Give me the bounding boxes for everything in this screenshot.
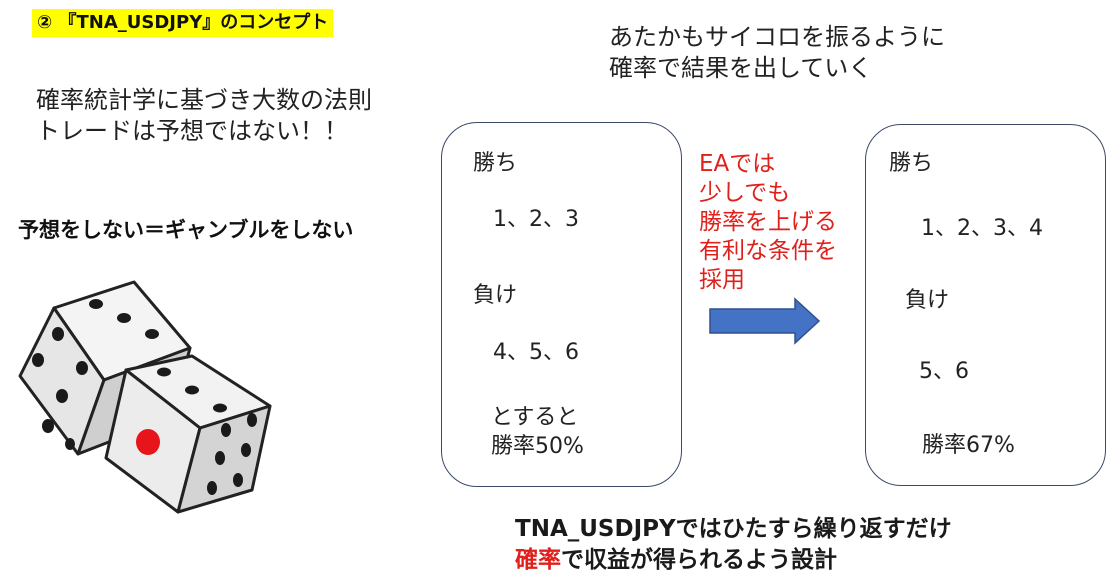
ea-note: EAでは 少しでも 勝率を上げる 有利な条件を 採用	[699, 150, 837, 295]
bottom-line-2-rest: で収益が得られるよう設計	[561, 547, 837, 573]
intro-line-1: 確率統計学に基づき大数の法則	[36, 86, 372, 114]
intro-line-2: トレードは予想ではない！！	[36, 117, 348, 145]
left-result-line-1: とすると	[491, 405, 579, 430]
right-lose-values: 5、6	[919, 359, 969, 384]
right-win-label: 勝ち	[889, 151, 934, 176]
dice-analogy: あたかもサイコロを振るように 確率で結果を出していく	[609, 22, 945, 84]
left-lose-label: 負け	[473, 283, 518, 308]
ea-note-line-4: 有利な条件を	[699, 238, 837, 264]
left-win-label: 勝ち	[473, 151, 518, 176]
bottom-statement: TNA_USDJPYではひたすら繰り返すだけ 確率で収益が得られるよう設計	[515, 514, 952, 576]
page-title: ② 『TNA_USDJPY』のコンセプト	[32, 9, 334, 37]
left-win-values: 1、2、3	[493, 207, 579, 232]
dice-icon	[18, 280, 272, 514]
left-result-line-2: 勝率50%	[491, 434, 584, 459]
no-gamble-heading: 予想をしない＝ギャンブルをしない	[18, 218, 354, 242]
bottom-line-2: 確率で収益が得られるよう設計	[515, 545, 952, 576]
left-lose-values: 4、5、6	[493, 340, 579, 365]
right-lose-label: 負け	[905, 288, 950, 313]
ea-note-line-1: EAでは	[699, 151, 776, 177]
right-probability-box: 勝ち 1、2、3、4 負け 5、6 勝率67%	[865, 124, 1106, 486]
bottom-line-1: TNA_USDJPYではひたすら繰り返すだけ	[515, 516, 952, 542]
bottom-highlight: 確率	[515, 547, 561, 573]
right-result: 勝率67%	[922, 433, 1015, 458]
left-probability-box: 勝ち 1、2、3 負け 4、5、6 とすると 勝率50%	[441, 122, 682, 487]
right-win-values: 1、2、3、4	[921, 216, 1043, 241]
right-arrow-icon	[709, 297, 821, 345]
ea-note-line-5: 採用	[699, 267, 745, 293]
intro-text: 確率統計学に基づき大数の法則 トレードは予想ではない！！	[36, 85, 372, 147]
ea-note-line-3: 勝率を上げる	[699, 209, 837, 235]
dice-analogy-line-1: あたかもサイコロを振るように	[609, 23, 945, 51]
front-die	[104, 354, 272, 514]
ea-note-line-2: 少しでも	[699, 180, 791, 206]
dice-analogy-line-2: 確率で結果を出していく	[609, 54, 873, 82]
